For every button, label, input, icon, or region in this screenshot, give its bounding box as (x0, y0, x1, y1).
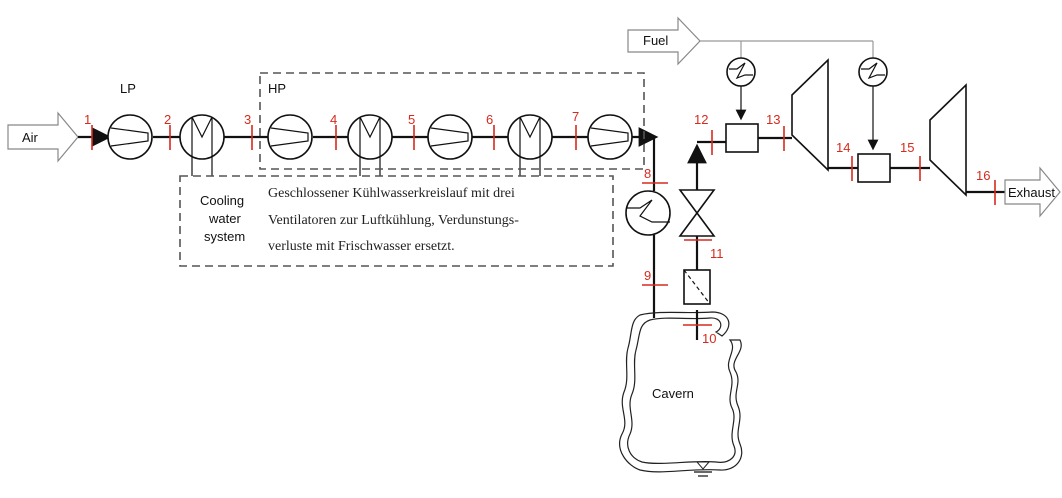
air-inlet-arrow: Air (7, 111, 79, 163)
state-point-2: 2 (164, 112, 171, 127)
state-markers: 1 2 3 4 5 6 7 8 9 10 11 12 13 (84, 109, 996, 346)
cavern-label: Cavern (652, 386, 694, 401)
main-air-line (78, 127, 659, 190)
combustor-1 (725, 123, 759, 153)
state-point-15: 15 (900, 140, 914, 155)
state-point-8: 8 (644, 166, 651, 181)
state-point-6: 6 (486, 112, 493, 127)
fuel-preheater-2 (858, 57, 888, 87)
exhaust-label: Exhaust (1008, 185, 1055, 200)
state-point-13: 13 (766, 112, 780, 127)
state-point-14: 14 (836, 140, 850, 155)
state-point-7: 7 (572, 109, 579, 124)
cavern: Cavern (619, 311, 743, 477)
aftercooler (625, 190, 671, 236)
state-point-4: 4 (330, 112, 337, 127)
fuel-inlet-arrow: Fuel (627, 16, 701, 66)
state-point-3: 3 (244, 112, 251, 127)
hp-turbine (791, 58, 829, 172)
cooling-label-line2: water (208, 211, 241, 226)
combustor-2 (857, 153, 891, 183)
state-point-16: 16 (976, 168, 990, 183)
intercooler-3 (507, 114, 553, 160)
note-line-3: verluste mit Frischwasser ersetzt. (268, 239, 455, 254)
cooling-label-line3: system (204, 229, 245, 244)
state-point-10: 10 (702, 331, 716, 346)
fuel-label: Fuel (643, 33, 668, 48)
hp-compressor-1 (267, 114, 313, 160)
note-line-2: Ventilatoren zur Luftkühlung, Verdunstun… (268, 213, 519, 228)
fuel-lines (700, 40, 874, 58)
exhaust-outlet-arrow: Exhaust (1004, 166, 1061, 218)
intercooler-1 (179, 114, 225, 160)
state-point-5: 5 (408, 112, 415, 127)
lp-turbine (929, 83, 967, 197)
air-label: Air (22, 130, 39, 145)
hp-compressor-2 (427, 114, 473, 160)
hp-stage-boundary (259, 72, 645, 170)
lp-label: LP (120, 81, 136, 96)
intercooler-2 (347, 114, 393, 160)
filter (683, 269, 711, 305)
hp-label: HP (268, 81, 286, 96)
cooling-water-pipes (191, 160, 541, 176)
state-point-9: 9 (644, 268, 651, 283)
state-point-11: 11 (710, 246, 724, 261)
cooling-system-boundary (179, 175, 614, 267)
state-point-12: 12 (694, 112, 708, 127)
note-line-1: Geschlossener Kühlwasserkreislauf mit dr… (268, 186, 515, 201)
lp-compressor (107, 114, 153, 160)
discharge-valve (678, 189, 716, 237)
state-point-1: 1 (84, 112, 91, 127)
hp-compressor-3 (587, 114, 633, 160)
fuel-preheater-1 (726, 57, 756, 87)
cooling-label-line1: Cooling (200, 193, 244, 208)
